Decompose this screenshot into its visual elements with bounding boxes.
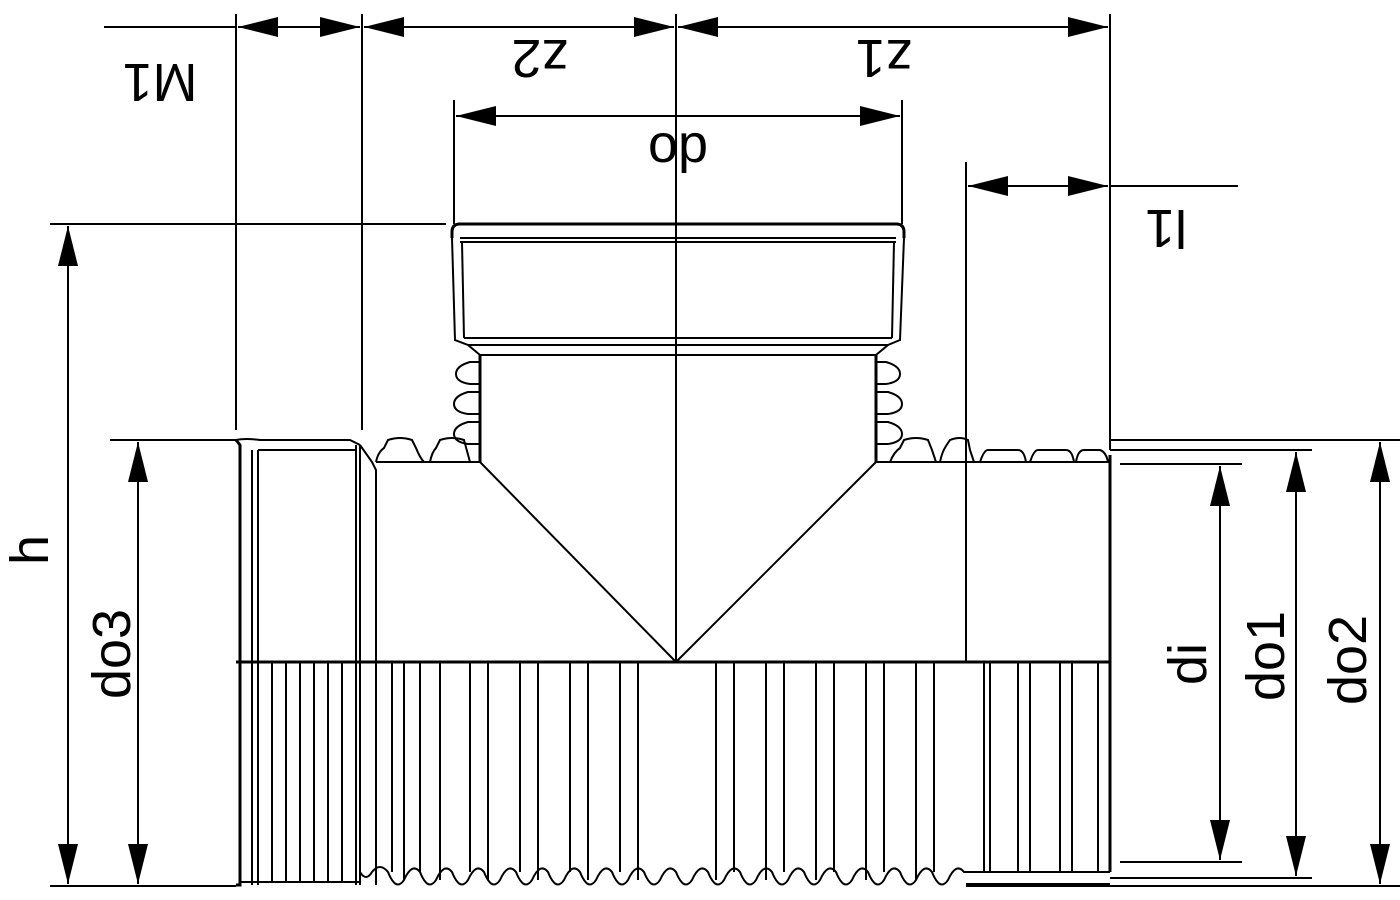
dimension-labels: M1 z2 z1 op l1 h do3 di do1 do2	[0, 28, 1378, 705]
top-corrugations-left	[375, 437, 471, 463]
label-l1: l1	[1145, 198, 1187, 258]
label-do1: do1	[1236, 611, 1296, 701]
extension-lines	[50, 14, 1400, 887]
label-di: di	[1158, 643, 1218, 685]
top-corrugations-right	[889, 437, 1109, 463]
label-z2: z2	[511, 28, 568, 88]
label-do2: do2	[1318, 615, 1378, 705]
dimension-arrows	[58, 16, 1390, 884]
label-M1: M1	[122, 52, 197, 112]
label-do3: do3	[82, 609, 142, 699]
rib-lines	[271, 662, 1099, 882]
label-op: op	[648, 114, 708, 174]
left-socket	[234, 438, 377, 887]
label-h: h	[0, 535, 60, 565]
main-pipe-body	[234, 437, 1112, 887]
branch-socket	[450, 68, 906, 663]
label-z1: z1	[855, 28, 912, 88]
